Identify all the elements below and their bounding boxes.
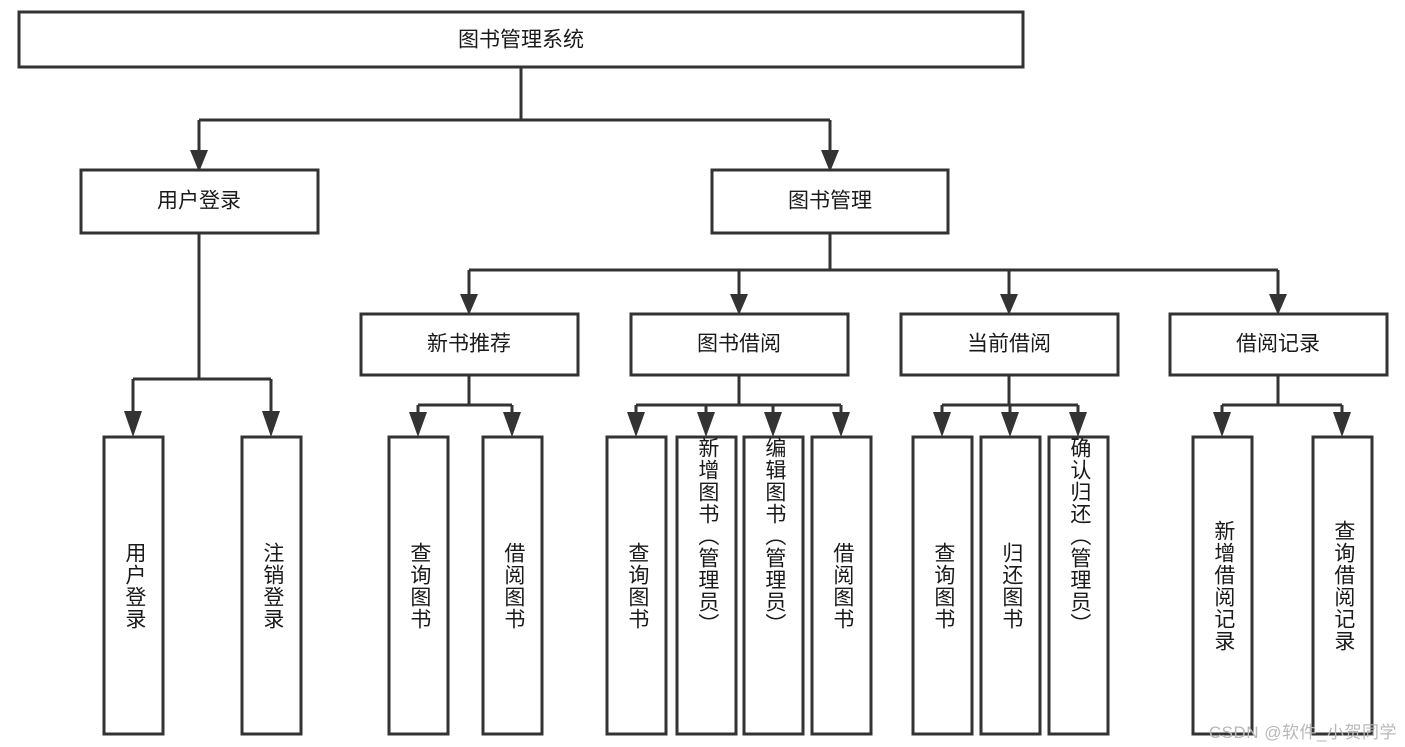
arrow-head-bookborrow-leaf-4: [832, 412, 850, 437]
node-label-new-book-recommend: 新书推荐: [427, 333, 511, 356]
node-box-new-book-recommend[interactable]: [359, 312, 580, 377]
arrow-head-borrowrecord-leaf-2: [1333, 412, 1351, 437]
node-box-book-manage[interactable]: [710, 168, 950, 235]
node-label-book-manage: 图书管理: [788, 190, 872, 213]
arrow-head-currentborrow-leaf-3: [1069, 412, 1087, 437]
leaf-box-current-borrow-0[interactable]: [911, 435, 974, 736]
leaf-box-user-login-1[interactable]: [240, 435, 303, 736]
leaf-box-book-borrow-2[interactable]: [742, 435, 805, 736]
watermark: CSDN @软件_小贺同学: [1208, 723, 1397, 742]
node-box-user-login[interactable]: [79, 168, 320, 235]
leaf-box-borrow-record-1[interactable]: [1311, 435, 1374, 736]
leaf-box-new-book-0[interactable]: [387, 435, 450, 736]
node-label-current-borrow: 当前借阅: [967, 333, 1051, 356]
leaf-box-book-borrow-1[interactable]: [675, 435, 738, 736]
arrow-head-user-login: [190, 150, 208, 172]
node-label-borrow-record: 借阅记录: [1236, 333, 1320, 356]
connector-layer: [124, 67, 1351, 437]
arrow-head-bookborrow-leaf-2: [697, 412, 715, 437]
node-label-root: 图书管理系统: [458, 29, 584, 52]
node-box-borrow-record[interactable]: [1168, 312, 1389, 377]
arrow-head-new-book: [460, 294, 478, 315]
node-box-root[interactable]: [17, 10, 1025, 69]
leaf-box-book-borrow-0[interactable]: [605, 435, 668, 736]
arrow-head-borrowrecord-leaf-1: [1213, 412, 1231, 437]
arrow-head-book-manage: [821, 150, 839, 172]
node-label-user-login: 用户登录: [157, 190, 241, 213]
arrow-head-currentborrow-leaf-1: [933, 412, 951, 437]
arrow-head-borrow-record: [1269, 294, 1287, 315]
node-label-book-borrow: 图书借阅: [697, 333, 781, 356]
leaf-box-book-borrow-3[interactable]: [810, 435, 873, 736]
leaf-box-borrow-record-0[interactable]: [1191, 435, 1254, 736]
node-box-current-borrow[interactable]: [899, 312, 1120, 377]
leaf-box-user-login-0[interactable]: [102, 435, 165, 736]
arrow-head-bookborrow-leaf-3: [764, 412, 782, 437]
arrow-head-currentborrow-leaf-2: [1001, 412, 1019, 437]
leaf-box-new-book-1[interactable]: [481, 435, 544, 736]
arrow-head-current-borrow: [1000, 294, 1018, 315]
arrow-head-leaf-user-login: [124, 411, 142, 437]
node-box-layer: [17, 10, 1389, 736]
node-box-book-borrow[interactable]: [629, 312, 850, 377]
arrow-head-newbook-leaf-2: [503, 412, 521, 437]
arrow-head-book-borrow: [730, 294, 748, 315]
arrow-head-newbook-leaf-1: [409, 412, 427, 437]
node-label-layer: 图书管理系统 用户登录 图书管理 新书推荐 图书借阅 当前借阅 借阅记录: [157, 29, 1320, 356]
arrow-head-leaf-logout: [262, 411, 280, 437]
arrow-head-bookborrow-leaf-1: [627, 412, 645, 437]
leaf-box-current-borrow-1[interactable]: [979, 435, 1042, 736]
leaf-box-current-borrow-2[interactable]: [1047, 435, 1110, 736]
